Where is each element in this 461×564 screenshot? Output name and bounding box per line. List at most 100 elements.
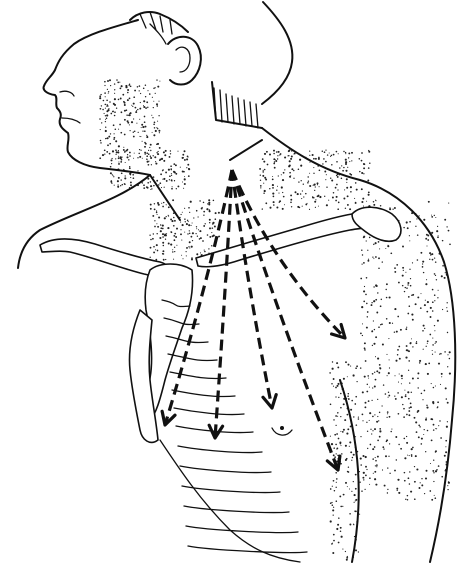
stipple-dot: [146, 135, 147, 136]
stipple-dot: [356, 189, 358, 191]
stipple-dot: [126, 156, 128, 158]
stipple-dot: [159, 237, 161, 239]
stipple-dot: [113, 124, 115, 126]
stipple-dot: [117, 184, 118, 185]
stipple-dot: [417, 377, 419, 379]
stipple-dot: [133, 96, 135, 98]
stipple-dot: [109, 143, 111, 145]
stipple-dot: [147, 107, 148, 108]
stipple-dot: [415, 421, 417, 423]
stipple-dot: [362, 264, 363, 265]
stipple-dot: [415, 455, 417, 457]
stipple-dot: [177, 151, 178, 152]
stipple-dot: [345, 445, 347, 447]
stipple-dot: [353, 374, 355, 376]
stipple-dot: [319, 196, 321, 198]
stipple-dot: [431, 215, 432, 216]
stipple-dot: [414, 481, 416, 483]
stipple-dot: [375, 457, 376, 458]
stipple-dot: [104, 92, 106, 94]
stipple-dot: [401, 375, 403, 377]
stipple-dot: [165, 259, 166, 260]
stipple-dot: [434, 497, 436, 499]
stipple-dot: [434, 330, 435, 331]
stipple-dot: [365, 475, 367, 477]
stipple-dot: [333, 154, 335, 156]
stipple-dot: [106, 151, 108, 153]
stipple-dot: [111, 158, 112, 159]
stipple-dot: [397, 392, 399, 394]
stipple-dot: [420, 252, 422, 254]
stipple-dot: [343, 403, 345, 405]
stipple-dot: [187, 164, 189, 166]
stipple-dot: [154, 209, 156, 211]
stipple-dot: [156, 79, 157, 80]
stipple-dot: [129, 124, 130, 125]
stipple-dot: [347, 204, 349, 206]
stipple-dot: [435, 470, 437, 472]
stipple-dot: [106, 114, 108, 116]
stipple-dot: [155, 249, 156, 250]
stipple-dot: [351, 400, 353, 402]
lower-abdomen-line: [160, 440, 300, 562]
stipple-dot: [173, 225, 175, 227]
stipple-dot: [120, 185, 121, 186]
stipple-dot: [330, 488, 332, 490]
stipple-dot: [273, 158, 275, 160]
stipple-dot: [207, 234, 209, 236]
stipple-dot: [361, 188, 363, 190]
stipple-dot: [164, 187, 165, 188]
stipple-dot: [389, 367, 390, 368]
origin-tick: [230, 140, 262, 160]
stipple-dot: [407, 284, 408, 285]
stipple-dot: [157, 151, 158, 152]
stipple-dot: [118, 145, 120, 147]
stipple-dot: [104, 153, 105, 154]
stipple-dot: [421, 484, 423, 486]
stipple-dot: [164, 154, 166, 156]
stipple-dot: [402, 275, 404, 277]
stipple-dot: [157, 214, 158, 215]
stipple-dot: [375, 256, 377, 258]
stipple-dot: [104, 113, 105, 114]
stipple-dot: [394, 271, 396, 273]
stipple-dot: [203, 202, 205, 204]
stipple-dot: [426, 407, 428, 409]
stipple-dot: [188, 221, 189, 222]
stipple-dot: [126, 150, 128, 152]
stipple-dot: [176, 245, 177, 246]
stipple-dot: [354, 510, 355, 511]
stipple-dot: [351, 152, 353, 154]
stipple-dot: [168, 206, 170, 208]
stipple-dot: [434, 495, 435, 496]
stipple-dot: [150, 150, 151, 151]
stipple-dot: [274, 167, 276, 169]
stipple-dot: [167, 227, 169, 229]
stipple-dot: [100, 140, 102, 142]
stipple-dot: [281, 174, 282, 175]
stipple-dot: [358, 417, 359, 418]
stipple-dot: [409, 471, 410, 472]
stipple-dot: [332, 361, 333, 362]
stipple-dot: [337, 416, 338, 417]
stipple-dot: [410, 491, 412, 493]
stipple-dot: [345, 459, 347, 461]
stipple-dot: [366, 469, 367, 470]
stipple-dot: [314, 201, 316, 203]
stipple-dot: [334, 490, 335, 491]
stipple-dot: [150, 208, 152, 210]
stipple-dot: [121, 156, 122, 157]
stipple-dot: [397, 316, 399, 318]
stipple-dot: [416, 218, 417, 219]
stipple-dot: [283, 172, 285, 174]
stipple-dot: [430, 316, 432, 318]
stipple-dot: [364, 342, 366, 344]
stipple-dot: [138, 153, 140, 155]
stipple-dot: [336, 482, 337, 483]
stipple-dot: [426, 245, 427, 246]
stipple-dot: [162, 233, 164, 235]
stipple-dot: [386, 417, 387, 418]
stipple-dot: [382, 469, 383, 470]
stipple-dot: [434, 273, 436, 275]
stipple-dot: [282, 208, 284, 210]
